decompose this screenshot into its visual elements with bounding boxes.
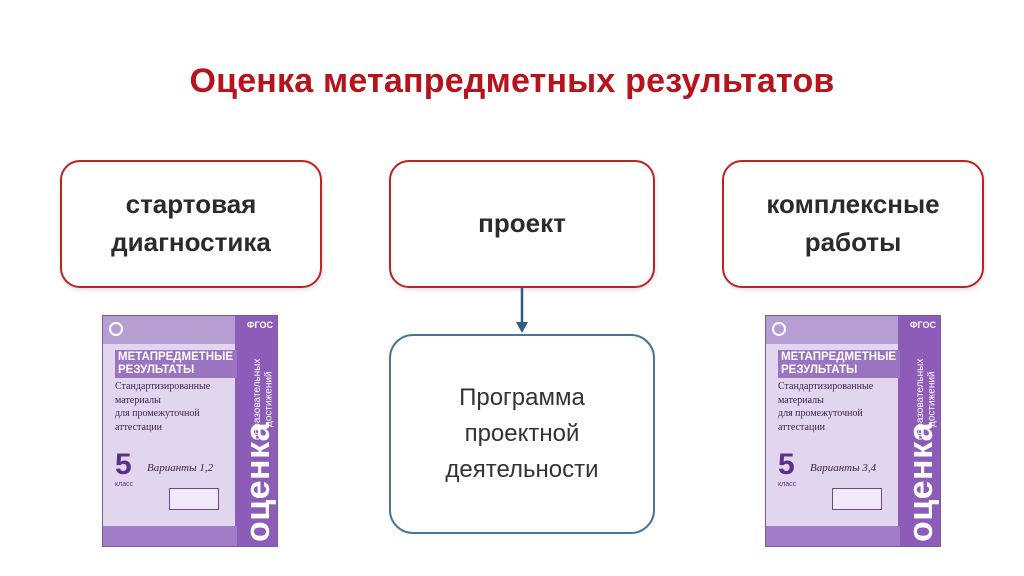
- box-starting-diagnostics: стартовая диагностика: [60, 160, 322, 288]
- book-cover-bottom-band: [103, 526, 237, 546]
- box-project: проект: [389, 160, 655, 288]
- box-complex-works: комплексные работы: [722, 160, 984, 288]
- book-heading: МЕТАПРЕДМЕТНЫЕ РЕЗУЛЬТАТЫ: [115, 350, 237, 379]
- book-spine-title: оценка: [239, 421, 277, 542]
- book-cover-variants-1-2: ФГОС образовательных достижений оценка М…: [102, 315, 278, 547]
- box-project-program-label: Программа проектной деятельности: [445, 384, 599, 483]
- book-standard-label: ФГОС: [909, 320, 936, 330]
- book-grade-label: класс: [115, 481, 134, 488]
- book-heading: МЕТАПРЕДМЕТНЫЕ РЕЗУЛЬТАТЫ: [778, 350, 900, 379]
- book-variants-label: Варианты 1,2: [147, 462, 214, 474]
- book-spine-title: оценка: [902, 421, 940, 542]
- book-subtitle: Стандартизированные материалы для промеж…: [778, 381, 874, 433]
- box-starting-diagnostics-label: стартовая диагностика: [111, 189, 271, 257]
- publisher-logo-icon: [772, 322, 786, 336]
- box-project-label: проект: [478, 208, 566, 239]
- book-cover-variants-3-4: ФГОС образовательных достижений оценка М…: [765, 315, 941, 547]
- book-grade-label: класс: [778, 481, 797, 488]
- book-grade-number: 5: [115, 448, 132, 481]
- book-cover-top-band: [766, 316, 898, 344]
- book-subtitle: Стандартизированные материалы для промеж…: [115, 381, 211, 433]
- box-complex-works-label: комплексные работы: [766, 189, 940, 257]
- publisher-logo-icon: [109, 322, 123, 336]
- connector-arrow: [516, 288, 528, 333]
- book-standard-label: ФГОС: [246, 320, 273, 330]
- book-cover-spine: ФГОС образовательных достижений оценка: [235, 316, 277, 546]
- book-badge-icon: [832, 488, 882, 510]
- slide-title: Оценка метапредметных результатов: [189, 62, 835, 100]
- book-cover-spine: ФГОС образовательных достижений оценка: [898, 316, 940, 546]
- book-cover-bottom-band: [766, 526, 900, 546]
- book-cover-top-band: [103, 316, 235, 344]
- box-project-program: Программа проектной деятельности: [389, 334, 655, 534]
- book-grade-number: 5: [778, 448, 795, 481]
- book-variants-label: Варианты 3,4: [810, 462, 877, 474]
- book-badge-icon: [169, 488, 219, 510]
